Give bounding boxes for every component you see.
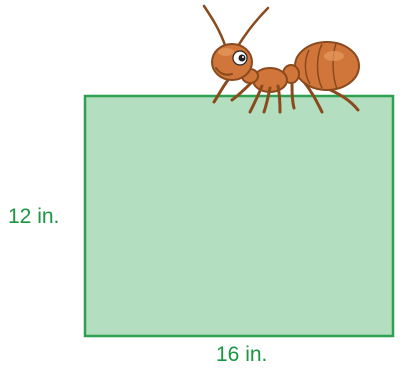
rectangle-shape (83, 94, 395, 338)
ant-icon (202, 4, 360, 114)
height-label: 12 in. (8, 205, 60, 228)
width-label: 16 in. (216, 343, 268, 366)
